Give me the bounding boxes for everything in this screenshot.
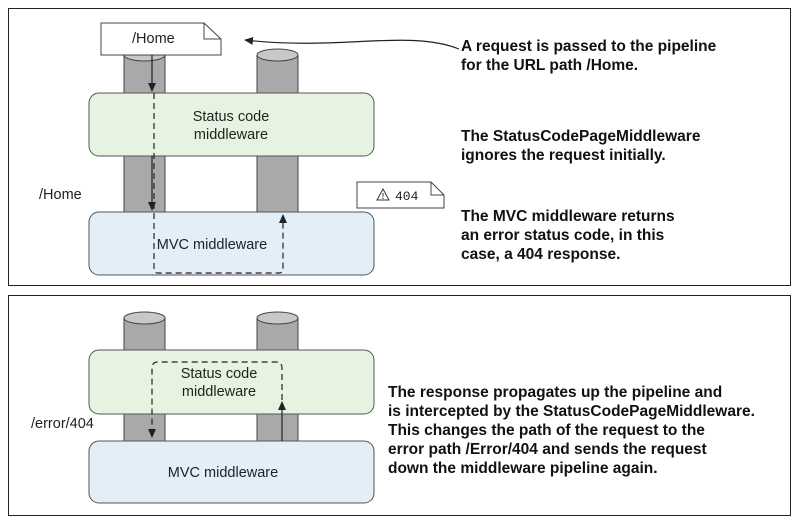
annotation-pointer-curve — [244, 36, 460, 50]
mvc-middleware-label: MVC middleware — [168, 465, 278, 481]
top-diagram: Status code middleware MVC middleware /H… — [39, 22, 460, 276]
top-panel: Status code middleware MVC middleware /H… — [8, 8, 791, 286]
status-middleware-label-line2: middleware — [194, 127, 268, 143]
request-document: /Home — [100, 22, 222, 56]
mvc-middleware-label: MVC middleware — [157, 237, 267, 253]
mvc-middleware-block — [88, 440, 375, 504]
side-path-label: /Home — [39, 187, 82, 203]
status-middleware-label-line2: middleware — [182, 384, 256, 400]
response-code-label: 404 — [395, 189, 419, 204]
bottom-panel: Status code middleware MVC middleware /e… — [8, 295, 791, 516]
side-path-label: /error/404 — [31, 416, 94, 432]
warning-icon — [376, 187, 390, 201]
status-middleware-label-line1: Status code — [181, 366, 258, 382]
rerouted-request-path-dashed — [148, 361, 283, 438]
status-code-middleware-block — [88, 92, 375, 157]
status-code-middleware-block — [88, 349, 375, 415]
annotation-response-intercepted: The response propagates up the pipeline … — [388, 384, 755, 477]
mvc-middleware-block — [88, 211, 375, 276]
bottom-diagram: Status code middleware MVC middleware /e… — [31, 311, 375, 504]
request-path-dashed — [153, 93, 287, 274]
status-middleware-label-line1: Status code — [193, 109, 270, 125]
response-404-document: 404 — [356, 181, 445, 209]
request-path-label: /Home — [132, 31, 175, 47]
